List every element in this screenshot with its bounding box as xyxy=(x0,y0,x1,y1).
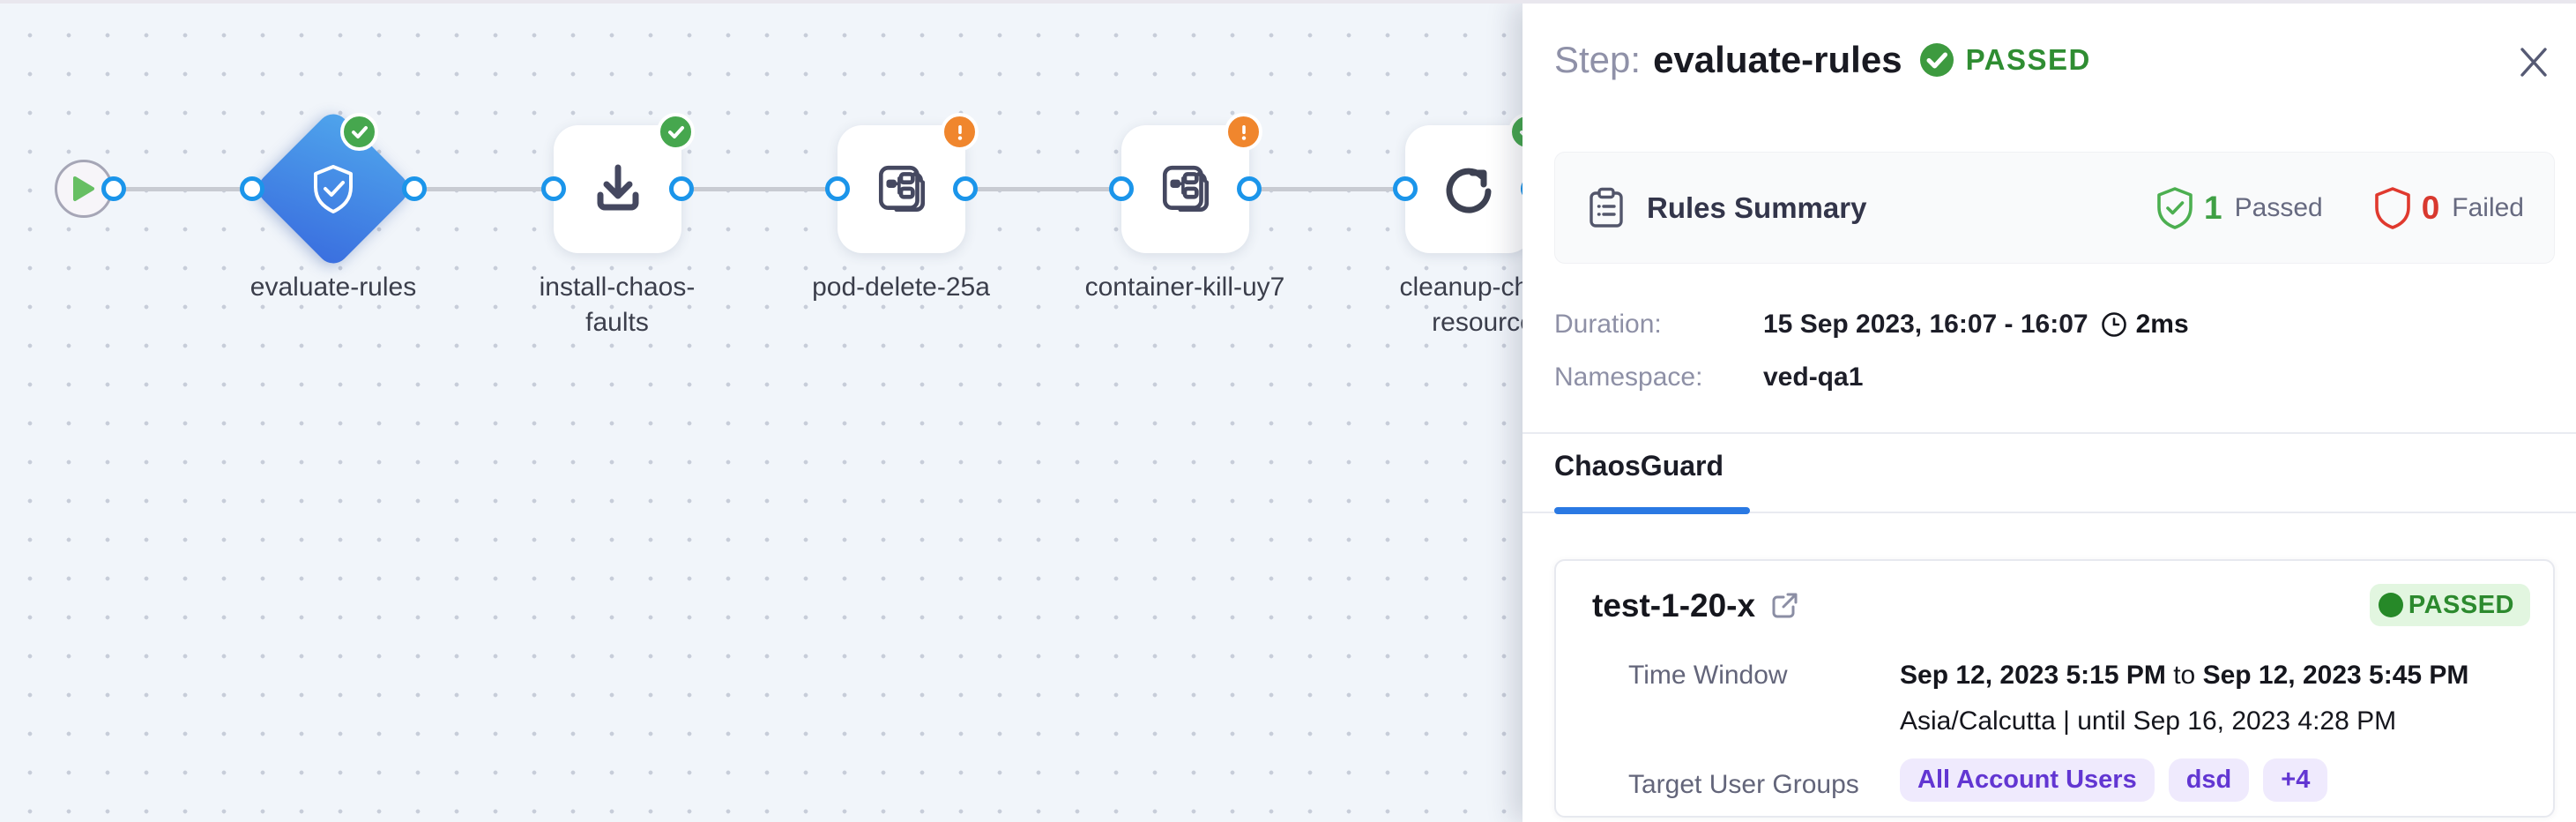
rule-status-text: PASSED xyxy=(2408,590,2514,619)
label-line: install-chaos- xyxy=(539,273,696,302)
time-window-end: Sep 12, 2023 5:45 PM xyxy=(2202,661,2469,690)
duration-value: 15 Sep 2023, 16:07 - 16:07 xyxy=(1763,310,2088,339)
rule-name: test-1-20-x xyxy=(1592,587,1756,624)
node-label-install-chaos-faults: install-chaos- faults xyxy=(485,270,749,340)
user-group-chip[interactable]: +4 xyxy=(2263,758,2328,802)
top-border xyxy=(0,0,2576,4)
check-circle-icon xyxy=(340,113,378,151)
time-window-row: Time Window Sep 12, 2023 5:15 PM to Sep … xyxy=(1628,661,2468,691)
label-line: faults xyxy=(585,308,649,337)
passed-count: 1 xyxy=(2204,189,2222,226)
port[interactable] xyxy=(1237,176,1262,201)
rules-summary-title: Rules Summary xyxy=(1647,191,1867,224)
shield-check-icon xyxy=(305,161,361,217)
port[interactable] xyxy=(953,176,978,201)
step-label: Step: xyxy=(1554,39,1642,80)
node-label-evaluate-rules: evaluate-rules xyxy=(249,273,417,302)
step-details-panel: Step: evaluate-rules PASSED Rules Summar… xyxy=(1523,4,2576,822)
node-container-kill-uy7[interactable] xyxy=(1121,125,1249,253)
target-user-groups-label: Target User Groups xyxy=(1628,769,1859,799)
node-pod-delete-25a[interactable] xyxy=(838,125,965,253)
clipboard-icon xyxy=(1587,187,1626,229)
time-window-start: Sep 12, 2023 5:15 PM xyxy=(1900,661,2166,690)
port[interactable] xyxy=(240,176,264,201)
node-cleanup-chaos-resources[interactable] xyxy=(1405,125,1533,253)
passed-label: Passed xyxy=(2234,192,2323,222)
close-icon[interactable] xyxy=(2514,42,2553,81)
download-icon xyxy=(587,159,649,220)
shield-failed-icon xyxy=(2372,186,2413,230)
play-icon xyxy=(72,176,95,202)
failed-label: Failed xyxy=(2452,192,2524,222)
check-circle-icon xyxy=(1918,41,1955,78)
port[interactable] xyxy=(825,176,850,201)
rules-summary-card: Rules Summary 1 Passed 0 F xyxy=(1554,152,2555,264)
namespace-row: Namespace: ved-qa1 xyxy=(1554,362,1863,392)
node-label-pod-delete-25a: pod-delete-25a xyxy=(812,273,990,302)
step-name: evaluate-rules xyxy=(1653,39,1902,80)
chaosguard-rule-card: test-1-20-x PASSED Time Window Sep 12, 2… xyxy=(1554,559,2555,818)
divider xyxy=(1523,512,2576,513)
timezone-line: Asia/Calcutta | until Sep 16, 2023 4:28 … xyxy=(1900,706,2397,736)
time-window-label: Time Window xyxy=(1628,661,1788,690)
pipeline-edge xyxy=(113,187,1533,191)
status-dot-icon xyxy=(2378,593,2403,617)
port[interactable] xyxy=(101,176,126,201)
refresh-icon xyxy=(1439,159,1500,220)
clock-icon xyxy=(2101,311,2127,338)
failed-count: 0 xyxy=(2421,189,2440,226)
port[interactable] xyxy=(541,176,566,201)
node-install-chaos-faults[interactable] xyxy=(554,125,681,253)
port[interactable] xyxy=(669,176,694,201)
warning-circle-icon xyxy=(941,113,979,151)
step-status-badge: PASSED xyxy=(1965,43,2091,76)
port[interactable] xyxy=(402,176,427,201)
duration-label: Duration: xyxy=(1554,310,1662,339)
namespace-label: Namespace: xyxy=(1554,362,1703,392)
rule-status-badge: PASSED xyxy=(2369,584,2530,626)
timezone-row: Asia/Calcutta | until Sep 16, 2023 4:28 … xyxy=(1628,706,2396,736)
duration-elapsed: 2ms xyxy=(2135,310,2189,339)
user-group-chip[interactable]: All Account Users xyxy=(1900,758,2155,802)
check-circle-icon xyxy=(657,113,695,151)
warning-circle-icon xyxy=(1225,113,1262,151)
active-tab-underline xyxy=(1554,507,1750,514)
chaos-fault-icon xyxy=(1157,161,1215,219)
tab-chaosguard[interactable]: ChaosGuard xyxy=(1554,450,1724,482)
port[interactable] xyxy=(1393,176,1418,201)
user-group-chip[interactable]: dsd xyxy=(2168,758,2250,802)
divider xyxy=(1523,432,2576,434)
namespace-value: ved-qa1 xyxy=(1763,362,1864,392)
duration-row: Duration: 15 Sep 2023, 16:07 - 16:07 2ms xyxy=(1554,310,2189,340)
shield-passed-icon xyxy=(2155,186,2195,230)
chaos-fault-icon xyxy=(873,161,931,219)
time-window-joiner: to xyxy=(2165,661,2203,690)
panel-header: Step: evaluate-rules PASSED xyxy=(1554,39,2091,81)
node-label-container-kill-uy7: container-kill-uy7 xyxy=(1084,273,1285,302)
port[interactable] xyxy=(1109,176,1134,201)
external-link-icon[interactable] xyxy=(1769,591,1799,621)
target-user-groups-row: Target User Groups All Account Users dsd… xyxy=(1628,758,2341,802)
